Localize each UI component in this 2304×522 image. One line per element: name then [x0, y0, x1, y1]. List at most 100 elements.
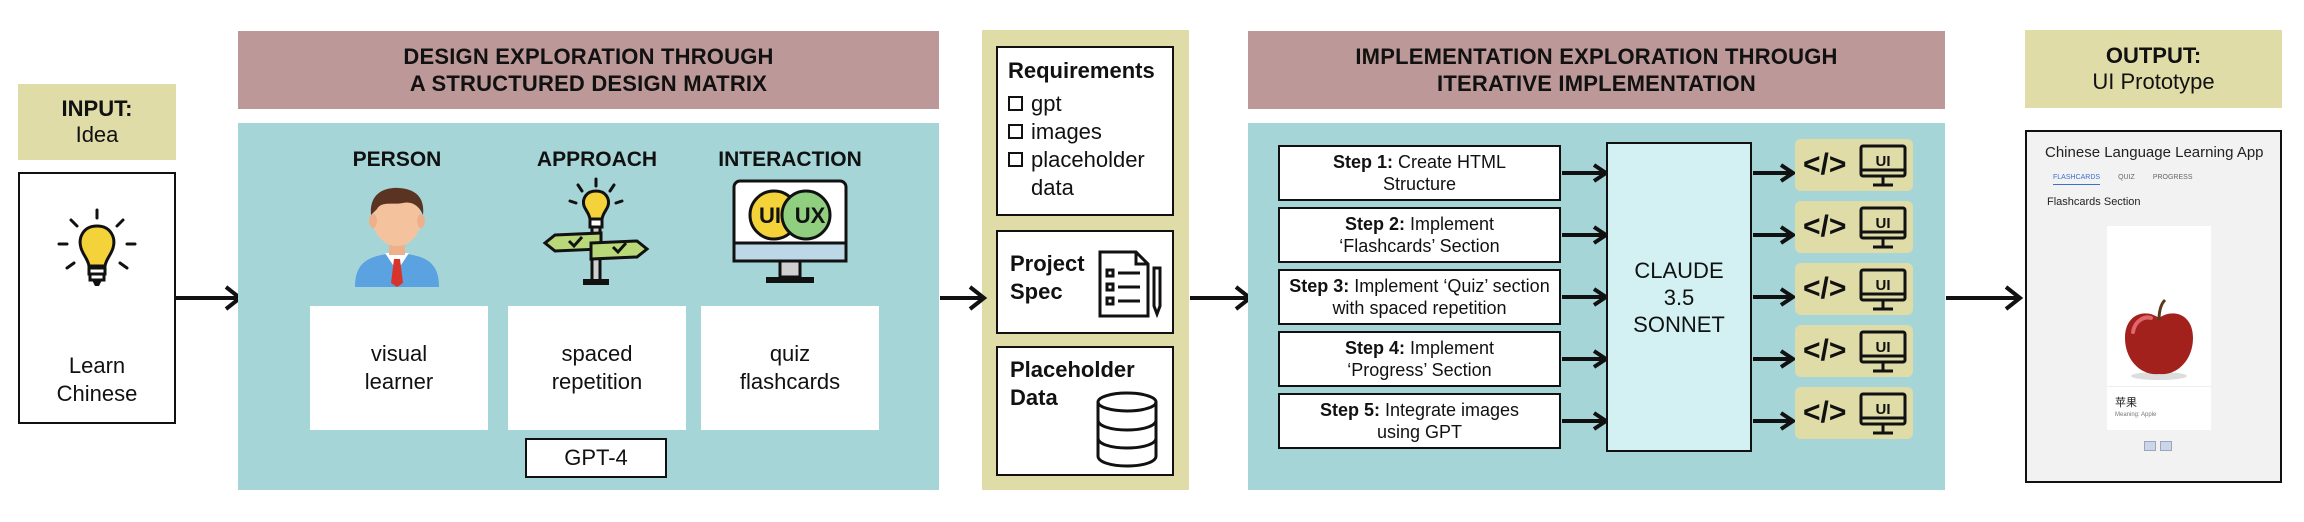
- project-spec-box: Project Spec: [996, 230, 1174, 334]
- card-word: 苹果: [2115, 397, 2137, 409]
- ui-label: UI: [759, 203, 781, 228]
- monitor-icon: UI: [1859, 206, 1907, 249]
- design-title-line-2: A STRUCTURED DESIGN MATRIX: [409, 71, 768, 96]
- arrow-icon: [176, 285, 244, 311]
- claude-model-box: CLAUDE 3.5 SONNET: [1606, 142, 1752, 452]
- section-title: Flashcards Section: [2047, 196, 2141, 208]
- output-header-text: UI Prototype: [2092, 69, 2215, 94]
- requirement-item: gpt: [1008, 90, 1172, 118]
- implementation-title-line-2: ITERATIVE IMPLEMENTATION: [1437, 71, 1756, 96]
- spec-column: Requirements gpt images placeholder data…: [982, 30, 1189, 490]
- monitor-ui-label: UI: [1876, 401, 1891, 418]
- requirement-label: gpt: [1031, 91, 1062, 116]
- requirement-label: placeholder data: [1031, 147, 1145, 200]
- claude-name: CLAUDE: [1634, 257, 1724, 283]
- app-title: Chinese Language Learning App: [2045, 144, 2264, 161]
- requirements-title: Requirements: [1008, 58, 1155, 83]
- code-symbol: </>: [1803, 334, 1847, 367]
- column-heading-interaction: INTERACTION: [718, 148, 862, 171]
- monitor-ui-label: UI: [1876, 277, 1891, 294]
- step-box: Step 4: Implement ‘Progress’ Section: [1278, 331, 1561, 387]
- monitor-icon: UI: [1859, 144, 1907, 187]
- approach-value: spaced repetition: [551, 341, 643, 394]
- placeholder-data-box: Placeholder Data: [996, 346, 1174, 476]
- monitor-ui-label: UI: [1876, 215, 1891, 232]
- tab-flashcards[interactable]: FLASHCARDS: [2053, 174, 2101, 185]
- flashcard[interactable]: 苹果 Meaning: Apple: [2107, 226, 2211, 430]
- design-title-line-1: DESIGN EXPLORATION THROUGH: [403, 44, 774, 69]
- app-tabs: FLASHCARDS QUIZ PROGRESS: [2053, 174, 2193, 185]
- implementation-title: IMPLEMENTATION EXPLORATION THROUGH ITERA…: [1248, 31, 1945, 109]
- project-spec-label: Project Spec: [1010, 251, 1085, 304]
- input-header-bold: INPUT:: [61, 96, 133, 121]
- design-title: DESIGN EXPLORATION THROUGH A STRUCTURED …: [238, 31, 939, 109]
- person-card: visual learner: [310, 306, 488, 430]
- arrow-icon: [1946, 285, 2024, 311]
- interaction-value: quiz flashcards: [739, 341, 841, 394]
- step-box: Step 2: Implement ‘Flashcards’ Section: [1278, 207, 1561, 263]
- input-header: INPUT: Idea: [18, 84, 176, 160]
- code-ui-chip: </> UI: [1795, 263, 1913, 315]
- next-button[interactable]: [2160, 441, 2172, 451]
- design-matrix: PERSON APPROACH INTERACTION: [238, 123, 939, 490]
- lightbulb-icon: [57, 208, 137, 286]
- claude-version: 3.5: [1663, 284, 1695, 310]
- step-number: Step 3:: [1289, 276, 1350, 296]
- placeholder-data-label: Placeholder Data: [1010, 357, 1135, 410]
- monitor-icon: UI: [1859, 392, 1907, 435]
- checkbox-icon: [1008, 96, 1023, 111]
- interaction-card: quiz flashcards: [701, 306, 879, 430]
- claude-variant: SONNET: [1633, 311, 1725, 337]
- card-divider: [2107, 386, 2211, 387]
- output-header-bold: OUTPUT:: [2105, 43, 2202, 68]
- gpt4-label: GPT-4: [525, 438, 667, 478]
- arrow-icon: [940, 285, 988, 311]
- requirements-box: Requirements gpt images placeholder data: [996, 46, 1174, 216]
- monitor-icon: UI: [1859, 330, 1907, 373]
- step-box: Step 1: Create HTML Structure: [1278, 145, 1561, 201]
- code-ui-chip: </> UI: [1795, 139, 1913, 191]
- ui-prototype-preview: Chinese Language Learning App FLASHCARDS…: [2025, 130, 2282, 483]
- tab-progress[interactable]: PROGRESS: [2152, 174, 2193, 181]
- checkbox-icon: [1008, 152, 1023, 167]
- output-header: OUTPUT: UI Prototype: [2025, 30, 2282, 108]
- arrow-icon: [1190, 285, 1254, 311]
- requirement-item: images: [1008, 118, 1172, 146]
- step-number: Step 5:: [1319, 400, 1380, 420]
- tab-quiz[interactable]: QUIZ: [2118, 174, 2135, 181]
- step-number: Step 1:: [1332, 152, 1393, 172]
- code-symbol: </>: [1803, 148, 1847, 181]
- database-icon: [1096, 391, 1158, 468]
- requirement-label: images: [1031, 119, 1102, 144]
- monitor-icon: UI: [1859, 268, 1907, 311]
- prev-button[interactable]: [2144, 441, 2156, 451]
- step-text: Create HTML Structure: [1382, 152, 1507, 194]
- person-value: visual learner: [364, 341, 434, 394]
- step-box: Step 3: Implement ‘Quiz’ section with sp…: [1278, 269, 1561, 325]
- idea-box: Learn Chinese: [18, 172, 176, 424]
- implementation-area: Step 1: Create HTML Structure Step 2: Im…: [1248, 123, 1945, 490]
- step-number: Step 4:: [1344, 338, 1405, 358]
- monitor-ui-label: UI: [1876, 339, 1891, 356]
- idea-text: Learn Chinese: [56, 353, 138, 406]
- column-heading-approach: APPROACH: [536, 148, 658, 171]
- code-ui-chip: </> UI: [1795, 201, 1913, 253]
- step-box: Step 5: Integrate images using GPT: [1278, 393, 1561, 449]
- approach-card: spaced repetition: [508, 306, 686, 430]
- step-text: Implement ‘Flashcards’ Section: [1339, 214, 1500, 256]
- code-symbol: </>: [1803, 210, 1847, 243]
- input-header-text: Idea: [75, 122, 119, 147]
- implementation-title-line-1: IMPLEMENTATION EXPLORATION THROUGH: [1355, 44, 1838, 69]
- step-arrows: [1562, 163, 1610, 431]
- output-arrows: [1753, 163, 1797, 431]
- step-text: Integrate images using GPT: [1376, 400, 1520, 442]
- step-number: Step 2:: [1344, 214, 1405, 234]
- requirement-item: placeholder data: [1008, 146, 1172, 202]
- column-heading-person: PERSON: [352, 148, 442, 171]
- monitor-ui-label: UI: [1876, 153, 1891, 170]
- checkbox-icon: [1008, 124, 1023, 139]
- code-symbol: </>: [1803, 396, 1847, 429]
- step-text: Implement ‘Progress’ Section: [1347, 338, 1495, 380]
- code-symbol: </>: [1803, 272, 1847, 305]
- ui-ux-monitor-icon: UI UX: [732, 179, 848, 283]
